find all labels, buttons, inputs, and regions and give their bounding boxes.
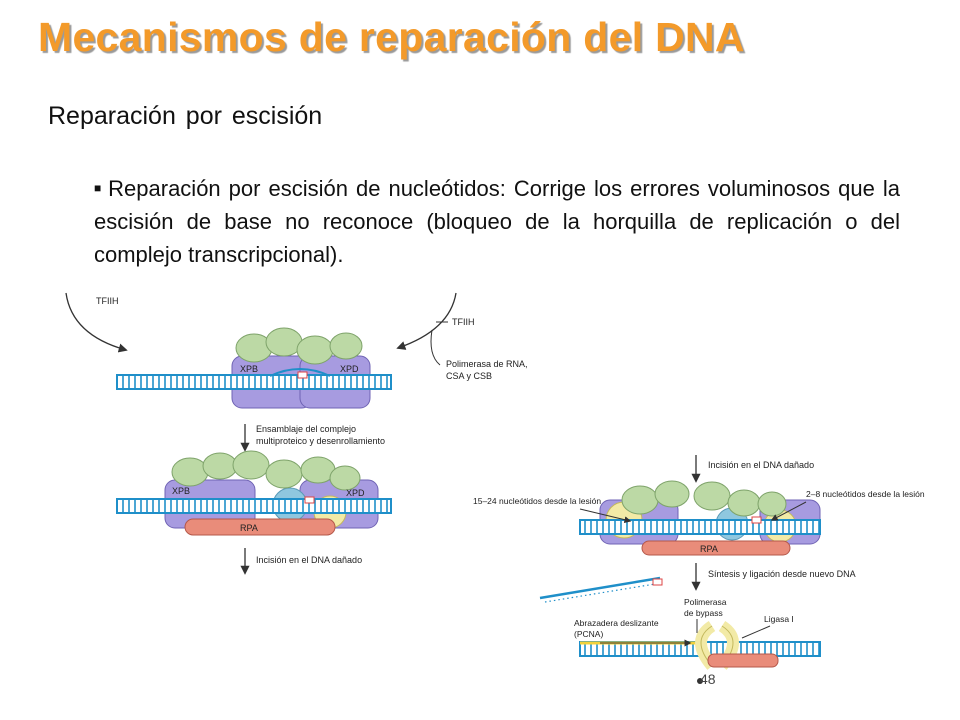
tfiih-left-label: TFIIH xyxy=(96,296,119,306)
abrazadera-label-1: Abrazadera deslizante xyxy=(574,618,659,628)
tfiih-right-label: TFIIH xyxy=(452,317,475,327)
sintesis-label: Síntesis y ligación desde nuevo DNA xyxy=(708,569,856,579)
xpd-label-1: XPD xyxy=(340,364,359,374)
abrazadera-label-2: (PCNA) xyxy=(574,629,603,639)
xpd-label-2: XPD xyxy=(346,488,365,498)
bullet-item: ■Reparación por escisión de nucleótidos:… xyxy=(94,172,900,271)
bullet-square-icon: ■ xyxy=(94,181,104,195)
xpb-label-2: XPB xyxy=(172,486,190,496)
tfiih-subunit xyxy=(757,491,787,517)
nt-right-label: 2–8 nucleótidos desde la lesión xyxy=(806,489,925,499)
polimerasa-label-2: CSA y CSB xyxy=(446,371,492,381)
tfiih-subunit xyxy=(693,481,731,511)
rpa-label-2: RPA xyxy=(700,544,718,554)
slide-title: Mecanismos de reparación del DNA xyxy=(38,14,745,60)
nt-right-arrow xyxy=(770,501,807,521)
page-number-dot xyxy=(697,678,703,684)
panel-recognition: TFIIH TFIIH Polimerasa de RNA, CSA y CSB… xyxy=(65,292,528,452)
incision-left-label: Incisión en el DNA dañado xyxy=(256,555,362,565)
tfiih-subunit xyxy=(329,465,361,491)
ligasa-label: Ligasa I xyxy=(764,614,794,624)
nt-left-label: 15–24 nucleótidos desde la lesión xyxy=(473,496,601,506)
xpb-label-1: XPB xyxy=(240,364,258,374)
polimerasa-label-1: Polimerasa de RNA, xyxy=(446,359,528,369)
tfiih-right-arrow xyxy=(396,292,457,350)
tfiih-subunit xyxy=(265,327,303,357)
tfiih-subunit xyxy=(202,452,238,480)
dna-double-helix xyxy=(116,498,392,514)
bypass-label-1: Polimerasa xyxy=(684,597,727,607)
panel-assembly: RPA XPB XPD Incisión en el DNA dañado xyxy=(116,450,392,575)
tfiih-subunit xyxy=(171,457,209,487)
dna-lesion-mark xyxy=(751,516,762,524)
ensamblaje-label-2: multiproteico y desenrollamiento xyxy=(256,436,385,446)
excised-oligonucleotide xyxy=(539,576,661,600)
tfiih-subunit xyxy=(265,459,303,489)
panel-synthesis: Síntesis y ligación desde nuevo DNA Abra… xyxy=(539,563,856,684)
ligasa-leader xyxy=(741,625,771,639)
polimerasa-leader xyxy=(430,329,441,366)
nt-left-arrow xyxy=(579,508,632,524)
rpa-protein xyxy=(641,540,791,556)
tfiih-subunit xyxy=(621,485,659,515)
dna-double-helix xyxy=(579,519,821,535)
ligase-protein xyxy=(707,653,779,668)
rpa-protein xyxy=(184,518,336,536)
tfiih-subunit xyxy=(727,489,761,517)
bypass-label-2: de bypass xyxy=(684,608,723,618)
tfiih-subunit xyxy=(232,450,270,480)
dna-double-helix xyxy=(116,374,392,390)
tfiih-subunit xyxy=(296,335,334,365)
tfiih-subunit xyxy=(329,332,363,360)
dna-lesion-mark xyxy=(304,496,315,504)
ensamblaje-label-1: Ensamblaje del complejo xyxy=(256,424,356,434)
dna-lesion-mark xyxy=(652,578,663,586)
page-number: 48 xyxy=(700,671,716,687)
bullet-text: Reparación por escisión de nucleótidos: … xyxy=(94,176,900,267)
panel-incision: Incisión en el DNA dañado RPA 15–24 nucl… xyxy=(473,455,925,556)
tfiih-subunit xyxy=(654,480,690,508)
incision-right-label: Incisión en el DNA dañado xyxy=(708,460,814,470)
section-subtitle: Reparación por escisión xyxy=(48,102,323,130)
dna-lesion-mark xyxy=(297,371,308,379)
rpa-label-1: RPA xyxy=(240,523,258,533)
tfiih-left-arrow xyxy=(65,292,128,353)
